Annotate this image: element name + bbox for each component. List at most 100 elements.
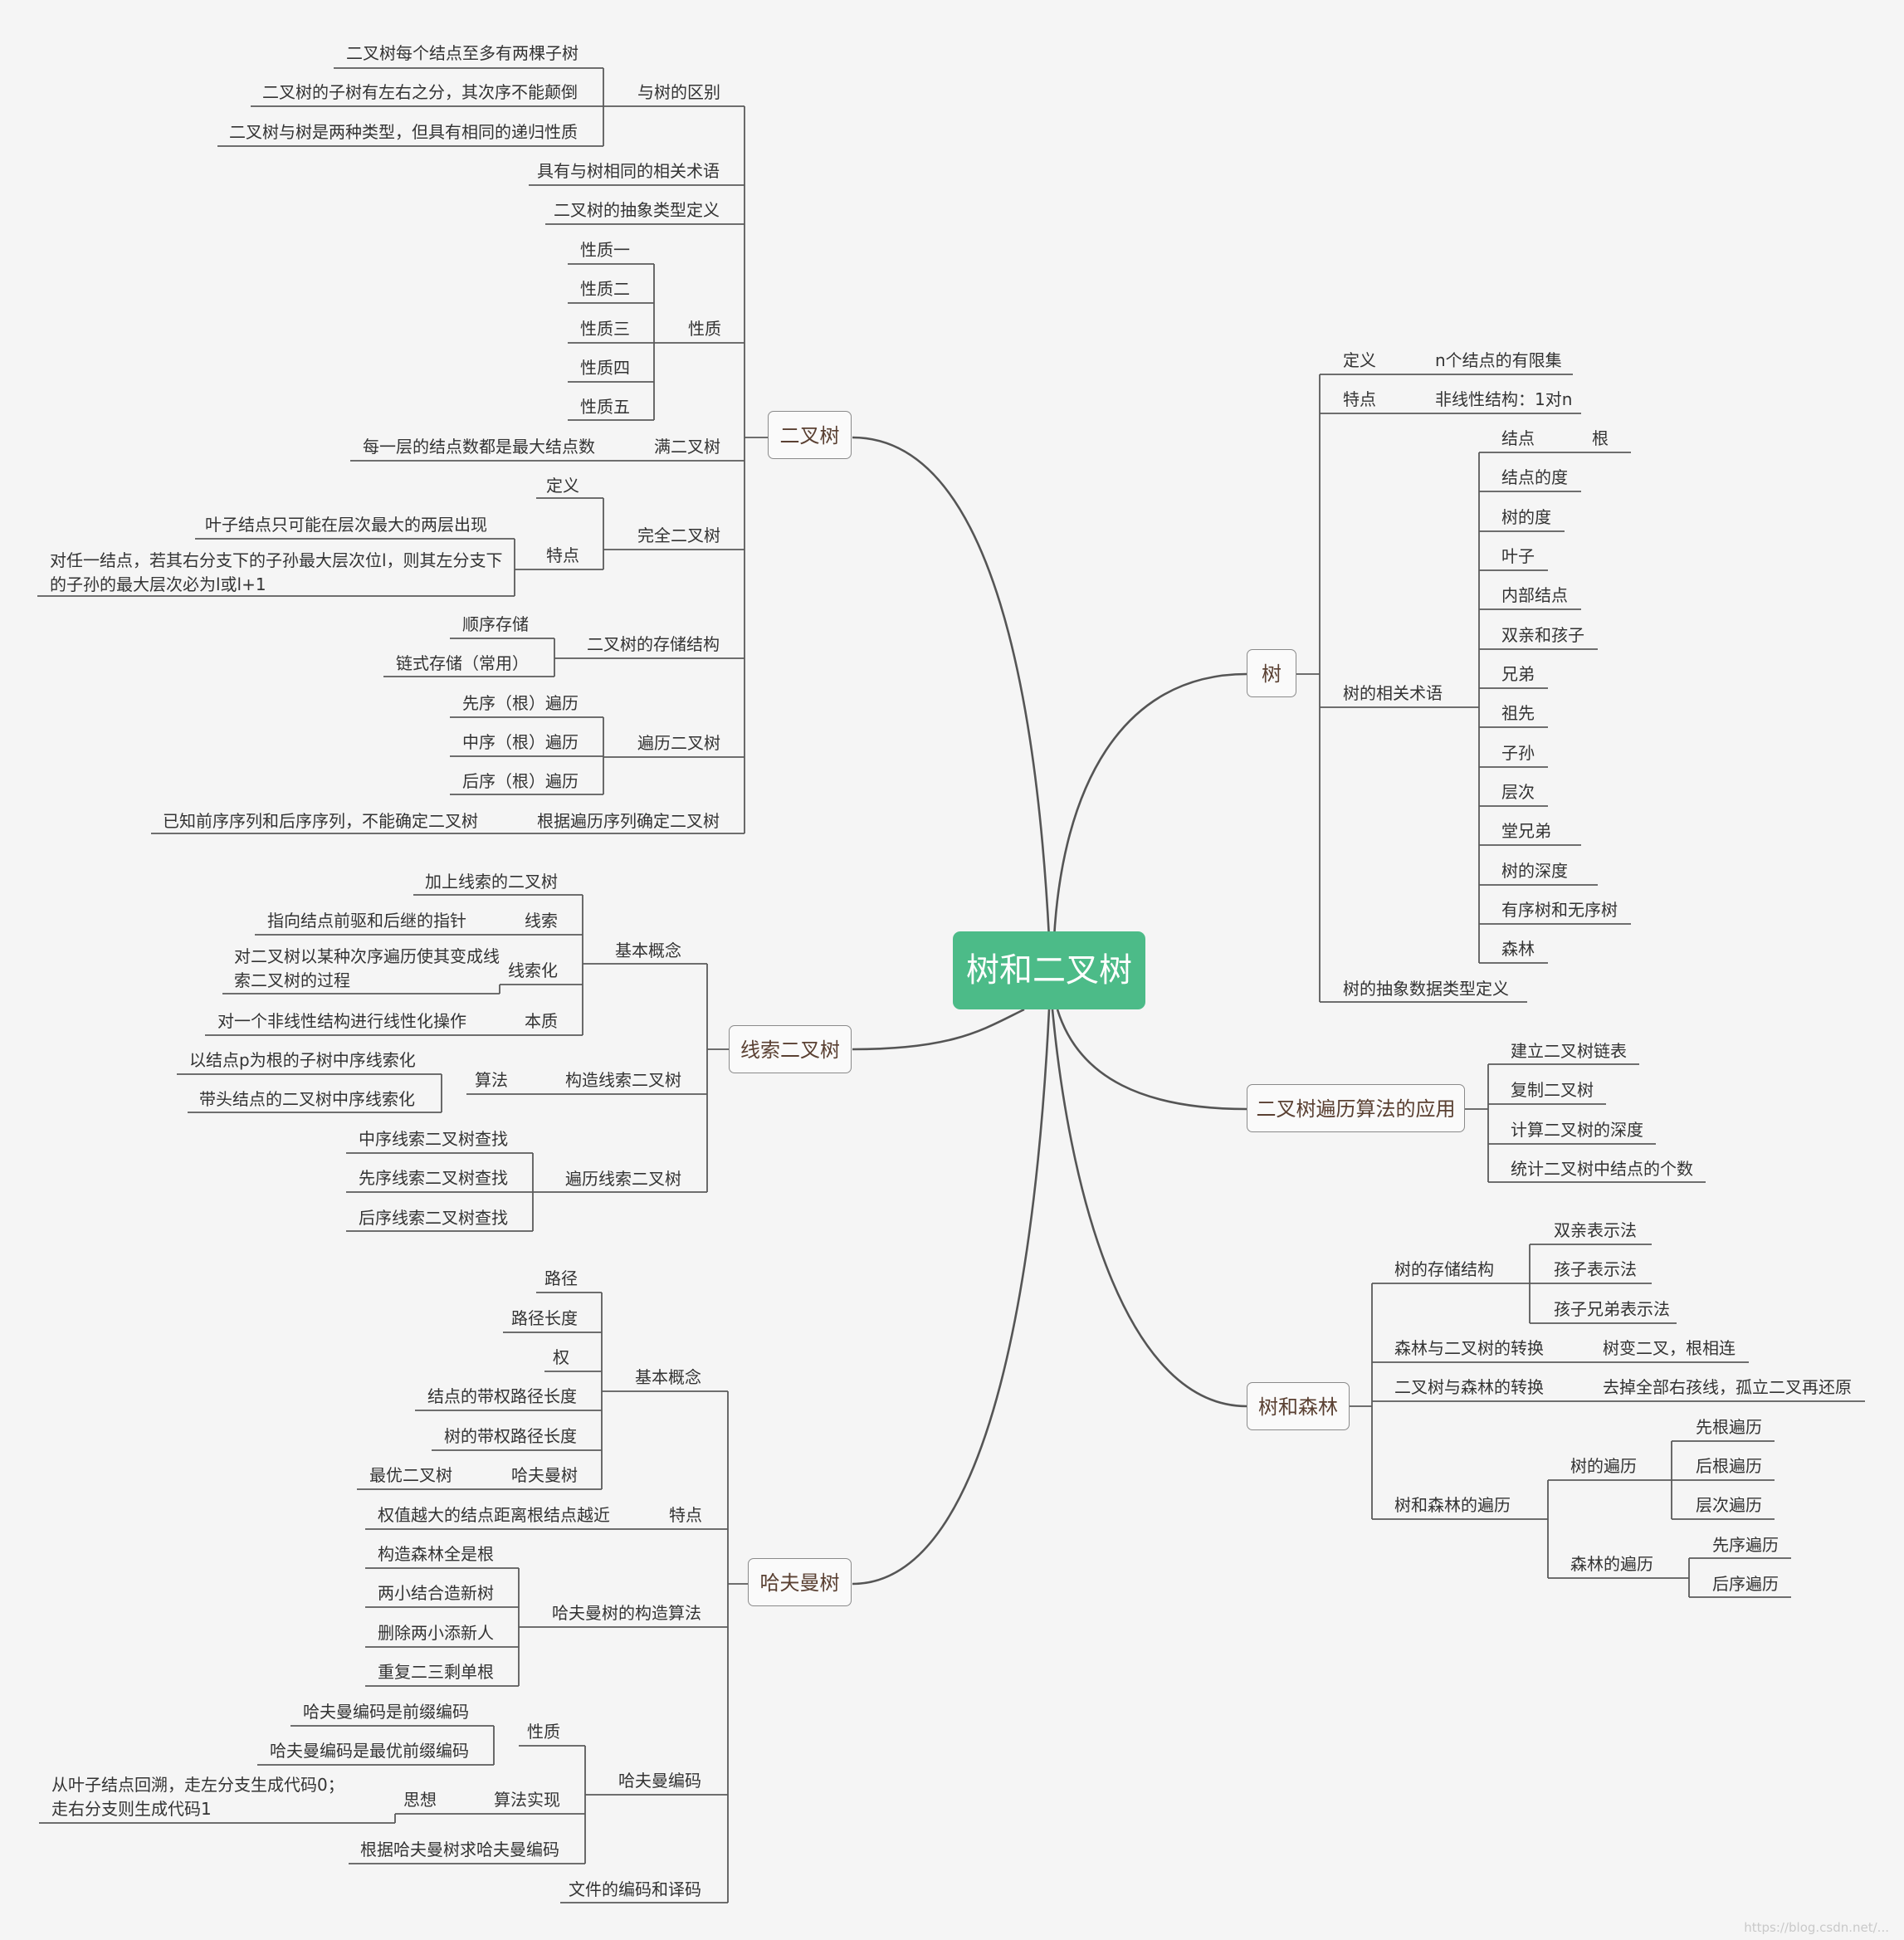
subtopic-forest-traversal[interactable]: 树和森林的遍历 bbox=[1394, 1495, 1511, 1515]
leaf-essence-def[interactable]: 对一个非线性结构进行线性化操作 bbox=[217, 1011, 466, 1031]
subtopic-threaded-basic[interactable]: 基本概念 bbox=[615, 941, 681, 960]
leaf-forest-preorder[interactable]: 先序遍历 bbox=[1712, 1535, 1779, 1555]
leaf-determine-bt[interactable]: 已知前序序列和后序序列，不能确定二叉树 bbox=[163, 811, 478, 831]
subtopic-bt-to-forest[interactable]: 二叉树与森林的转换 bbox=[1394, 1377, 1544, 1397]
leaf-added-thread[interactable]: 加上线索的二叉树 bbox=[425, 872, 558, 892]
leaf-forest-to-bt[interactable]: 树变二叉，根相连 bbox=[1603, 1338, 1736, 1358]
subtopic-huffman-feature[interactable]: 特点 bbox=[669, 1505, 702, 1525]
subtopic-complete-tree[interactable]: 完全二叉树 bbox=[637, 525, 720, 545]
leaf-algo-step-3[interactable]: 删除两小添新人 bbox=[378, 1623, 494, 1643]
leaf-postorder[interactable]: 后序（根）遍历 bbox=[462, 771, 579, 791]
subtopic-tree-terms[interactable]: 树的相关术语 bbox=[1343, 683, 1443, 703]
topic-traversal-apps[interactable]: 二叉树遍历算法的应用 bbox=[1247, 1084, 1465, 1132]
leaf-threading-def[interactable]: 对二叉树以某种次序遍历使其变成线索二叉树的过程 bbox=[234, 946, 500, 990]
node-forest-traversal[interactable]: 森林的遍历 bbox=[1570, 1554, 1653, 1574]
leaf-property-3[interactable]: 性质三 bbox=[580, 319, 630, 339]
leaf-algo-step-4[interactable]: 重复二三剩单根 bbox=[378, 1662, 494, 1682]
leaf-term-6[interactable]: 兄弟 bbox=[1501, 664, 1535, 684]
subtopic-bt-storage[interactable]: 二叉树的存储结构 bbox=[587, 634, 720, 654]
leaf-forest-postorder[interactable]: 后序遍历 bbox=[1712, 1574, 1779, 1594]
leaf-term-9[interactable]: 层次 bbox=[1501, 782, 1535, 802]
leaf-threaded-find-2[interactable]: 先序线索二叉树查找 bbox=[359, 1168, 508, 1188]
leaf-diff-1[interactable]: 二叉树每个结点至多有两棵子树 bbox=[346, 43, 579, 63]
leaf-term-2[interactable]: 树的度 bbox=[1501, 507, 1551, 527]
subtopic-huffman-coding[interactable]: 哈夫曼编码 bbox=[618, 1771, 701, 1791]
subtopic-tree-definition[interactable]: 定义 bbox=[1343, 350, 1376, 370]
leaf-threaded-find-1[interactable]: 中序线索二叉树查找 bbox=[359, 1129, 508, 1149]
leaf-complete-feature-1[interactable]: 叶子结点只可能在层次最大的两层出现 bbox=[205, 515, 487, 535]
node-threading[interactable]: 线索化 bbox=[508, 960, 558, 980]
leaf-algo-step-1[interactable]: 构造森林全是根 bbox=[378, 1544, 494, 1564]
subtopic-diff-from-tree[interactable]: 与树的区别 bbox=[637, 82, 720, 102]
leaf-tree-definition[interactable]: n个结点的有限集 bbox=[1435, 350, 1562, 370]
subtopic-full-tree[interactable]: 满二叉树 bbox=[654, 437, 720, 457]
leaf-app-4[interactable]: 统计二叉树中结点的个数 bbox=[1511, 1159, 1693, 1179]
subtopic-determine-bt[interactable]: 根据遍历序列确定二叉树 bbox=[537, 811, 720, 831]
central-topic[interactable]: 树和二叉树 bbox=[953, 931, 1145, 1009]
leaf-parent-rep[interactable]: 双亲表示法 bbox=[1554, 1220, 1637, 1240]
leaf-term-1[interactable]: 结点的度 bbox=[1501, 467, 1568, 487]
node-essence[interactable]: 本质 bbox=[525, 1011, 558, 1031]
leaf-term-root[interactable]: 根 bbox=[1592, 428, 1609, 448]
leaf-linked-storage[interactable]: 链式存储（常用） bbox=[396, 653, 529, 673]
leaf-tree-feature[interactable]: 非线性结构：1对n bbox=[1435, 389, 1573, 409]
leaf-child-sibling-rep[interactable]: 孩子兄弟表示法 bbox=[1554, 1299, 1670, 1319]
leaf-complete-feature-2[interactable]: 对任一结点，若其右分支下的子孙最大层次位l，则其左分支下的子孙的最大层次必为l或… bbox=[50, 550, 503, 594]
leaf-app-2[interactable]: 复制二叉树 bbox=[1511, 1080, 1594, 1100]
subtopic-tree-feature[interactable]: 特点 bbox=[1343, 389, 1376, 409]
leaf-bt-to-forest[interactable]: 去掉全部右孩线，孤立二叉再还原 bbox=[1603, 1377, 1852, 1397]
leaf-optimal-bt[interactable]: 最优二叉树 bbox=[369, 1465, 452, 1485]
subtopic-huffman-algorithm[interactable]: 哈夫曼树的构造算法 bbox=[552, 1603, 701, 1623]
leaf-term-3[interactable]: 叶子 bbox=[1501, 546, 1535, 566]
subtopic-traverse-threaded[interactable]: 遍历线索二叉树 bbox=[565, 1169, 681, 1189]
leaf-inorder[interactable]: 中序（根）遍历 bbox=[462, 732, 579, 752]
leaf-diff-2[interactable]: 二叉树的子树有左右之分，其次序不能颠倒 bbox=[262, 82, 578, 102]
node-coding-props[interactable]: 性质 bbox=[527, 1722, 560, 1742]
subtopic-same-terms[interactable]: 具有与树相同的相关术语 bbox=[537, 161, 720, 181]
subtopic-properties[interactable]: 性质 bbox=[688, 319, 721, 339]
node-coding-impl[interactable]: 算法实现 bbox=[494, 1790, 560, 1810]
leaf-coding-idea[interactable]: 从叶子结点回溯，走左分支生成代码0；走右分支则生成代码1 bbox=[51, 1775, 344, 1819]
leaf-path-length[interactable]: 路径长度 bbox=[511, 1308, 578, 1328]
leaf-property-5[interactable]: 性质五 bbox=[580, 397, 630, 417]
subtopic-huffman-basic[interactable]: 基本概念 bbox=[635, 1367, 701, 1387]
node-thread[interactable]: 线索 bbox=[525, 911, 558, 931]
leaf-path[interactable]: 路径 bbox=[544, 1268, 578, 1288]
topic-threaded-binary-tree[interactable]: 线索二叉树 bbox=[729, 1025, 852, 1073]
leaf-huffman-feature[interactable]: 权值越大的结点距离根结点越近 bbox=[378, 1505, 610, 1525]
subtopic-bt-adt[interactable]: 二叉树的抽象类型定义 bbox=[554, 200, 720, 220]
leaf-thread-def[interactable]: 指向结点前驱和后继的指针 bbox=[267, 911, 466, 931]
subtopic-tree-storage[interactable]: 树的存储结构 bbox=[1394, 1259, 1494, 1279]
node-tree-traversal[interactable]: 树的遍历 bbox=[1570, 1456, 1637, 1476]
leaf-node-wpl[interactable]: 结点的带权路径长度 bbox=[427, 1386, 577, 1406]
leaf-term-4[interactable]: 内部结点 bbox=[1501, 585, 1568, 605]
leaf-property-2[interactable]: 性质二 bbox=[580, 279, 630, 299]
leaf-complete-definition[interactable]: 定义 bbox=[546, 476, 579, 496]
leaf-algo-step-2[interactable]: 两小结合造新树 bbox=[378, 1583, 494, 1603]
node-coding-idea[interactable]: 思想 bbox=[403, 1790, 437, 1810]
node-term-node[interactable]: 结点 bbox=[1501, 428, 1535, 448]
leaf-weight[interactable]: 权 bbox=[553, 1347, 569, 1367]
leaf-child-rep[interactable]: 孩子表示法 bbox=[1554, 1259, 1637, 1279]
leaf-threaded-find-3[interactable]: 后序线索二叉树查找 bbox=[359, 1208, 508, 1228]
leaf-level-order[interactable]: 层次遍历 bbox=[1696, 1495, 1762, 1515]
leaf-term-8[interactable]: 子孙 bbox=[1501, 743, 1535, 763]
leaf-term-13[interactable]: 森林 bbox=[1501, 939, 1535, 959]
leaf-app-1[interactable]: 建立二叉树链表 bbox=[1511, 1041, 1627, 1061]
leaf-prefix-code[interactable]: 哈夫曼编码是前缀编码 bbox=[303, 1702, 469, 1722]
topic-binary-tree[interactable]: 二叉树 bbox=[768, 411, 852, 459]
leaf-property-4[interactable]: 性质四 bbox=[580, 358, 630, 378]
node-construct-algo[interactable]: 算法 bbox=[475, 1070, 508, 1090]
subtopic-forest-to-bt[interactable]: 森林与二叉树的转换 bbox=[1394, 1338, 1544, 1358]
leaf-term-11[interactable]: 树的深度 bbox=[1501, 861, 1568, 881]
topic-huffman-tree[interactable]: 哈夫曼树 bbox=[748, 1558, 852, 1606]
node-huffman-tree[interactable]: 哈夫曼树 bbox=[511, 1465, 578, 1485]
leaf-derive-coding[interactable]: 根据哈夫曼树求哈夫曼编码 bbox=[360, 1840, 559, 1859]
node-complete-features[interactable]: 特点 bbox=[546, 545, 579, 565]
leaf-term-12[interactable]: 有序树和无序树 bbox=[1501, 900, 1618, 920]
subtopic-file-coding[interactable]: 文件的编码和译码 bbox=[569, 1879, 701, 1899]
leaf-term-7[interactable]: 祖先 bbox=[1501, 703, 1535, 723]
leaf-postorder-root[interactable]: 后根遍历 bbox=[1696, 1456, 1762, 1476]
leaf-tree-wpl[interactable]: 树的带权路径长度 bbox=[444, 1426, 577, 1446]
leaf-algo-1[interactable]: 以结点p为根的子树中序线索化 bbox=[189, 1050, 416, 1070]
